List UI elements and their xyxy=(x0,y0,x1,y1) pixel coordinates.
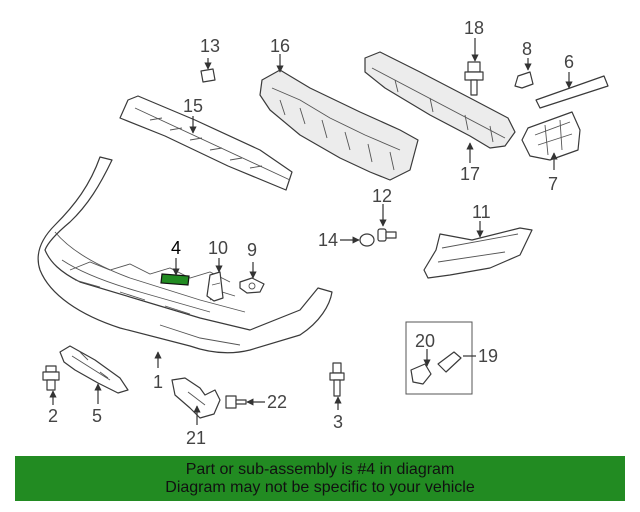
callout-13: 13 xyxy=(200,36,220,56)
callout-12: 12 xyxy=(372,186,392,206)
bolt-part-2 xyxy=(42,365,60,391)
reinforcement-part-15 xyxy=(119,95,293,191)
bolt-part-3 xyxy=(329,362,345,397)
bolt-part-18 xyxy=(464,61,484,96)
parts-diagram: 13 16 15 18 8 6 17 7 12 14 11 4 10 9 20 … xyxy=(37,18,609,448)
callout-3: 3 xyxy=(333,412,343,432)
kit-box-part-19 xyxy=(405,321,473,395)
grommet-part-14 xyxy=(359,233,375,247)
banner-line-part: Part or sub-assembly is #4 in diagram xyxy=(185,461,455,478)
part-4-shape xyxy=(160,273,190,286)
callout-4: 4 xyxy=(171,238,181,258)
callout-19: 19 xyxy=(478,346,498,366)
bracket-part-5 xyxy=(59,345,129,394)
callout-8: 8 xyxy=(522,39,532,59)
callout-14: 14 xyxy=(318,230,338,250)
callout-7: 7 xyxy=(548,174,558,194)
callout-11: 11 xyxy=(472,202,491,222)
callout-18: 18 xyxy=(464,18,484,38)
callout-2: 2 xyxy=(48,406,58,426)
callout-15: 15 xyxy=(183,96,203,116)
clip-part-13 xyxy=(200,68,216,83)
callout-6: 6 xyxy=(564,52,574,72)
banner-line-disclaimer: Diagram may not be specific to your vehi… xyxy=(165,479,475,496)
bracket-part-21 xyxy=(171,377,221,419)
part-4-highlighted xyxy=(160,273,190,286)
callout-17: 17 xyxy=(460,164,480,184)
callout-21: 21 xyxy=(186,428,206,448)
diagram-notice-banner: Part or sub-assembly is #4 in diagram Di… xyxy=(15,456,625,501)
clip-part-10 xyxy=(206,271,224,302)
callout-22: 22 xyxy=(267,392,287,412)
clip-part-8 xyxy=(514,71,534,89)
retainer-part-9 xyxy=(239,277,265,294)
callout-16: 16 xyxy=(270,36,290,56)
callout-20: 20 xyxy=(415,331,435,351)
callout-10: 10 xyxy=(208,238,228,258)
impact-bar-part-17 xyxy=(364,51,516,149)
callout-9: 9 xyxy=(247,240,257,260)
callout-labels: 13 16 15 18 8 6 17 7 12 14 11 4 10 9 20 … xyxy=(48,18,574,448)
callout-1: 1 xyxy=(153,372,163,392)
trim-strip-part-6 xyxy=(535,75,609,109)
callout-5: 5 xyxy=(92,406,102,426)
reflector-part-11 xyxy=(423,227,533,279)
screw-part-22 xyxy=(225,395,247,409)
bumper-cover xyxy=(37,156,333,354)
side-bracket-part-7 xyxy=(521,111,581,161)
leader-lines xyxy=(49,38,573,425)
fastener-part-12 xyxy=(377,228,397,242)
absorber-part-16 xyxy=(259,69,419,181)
